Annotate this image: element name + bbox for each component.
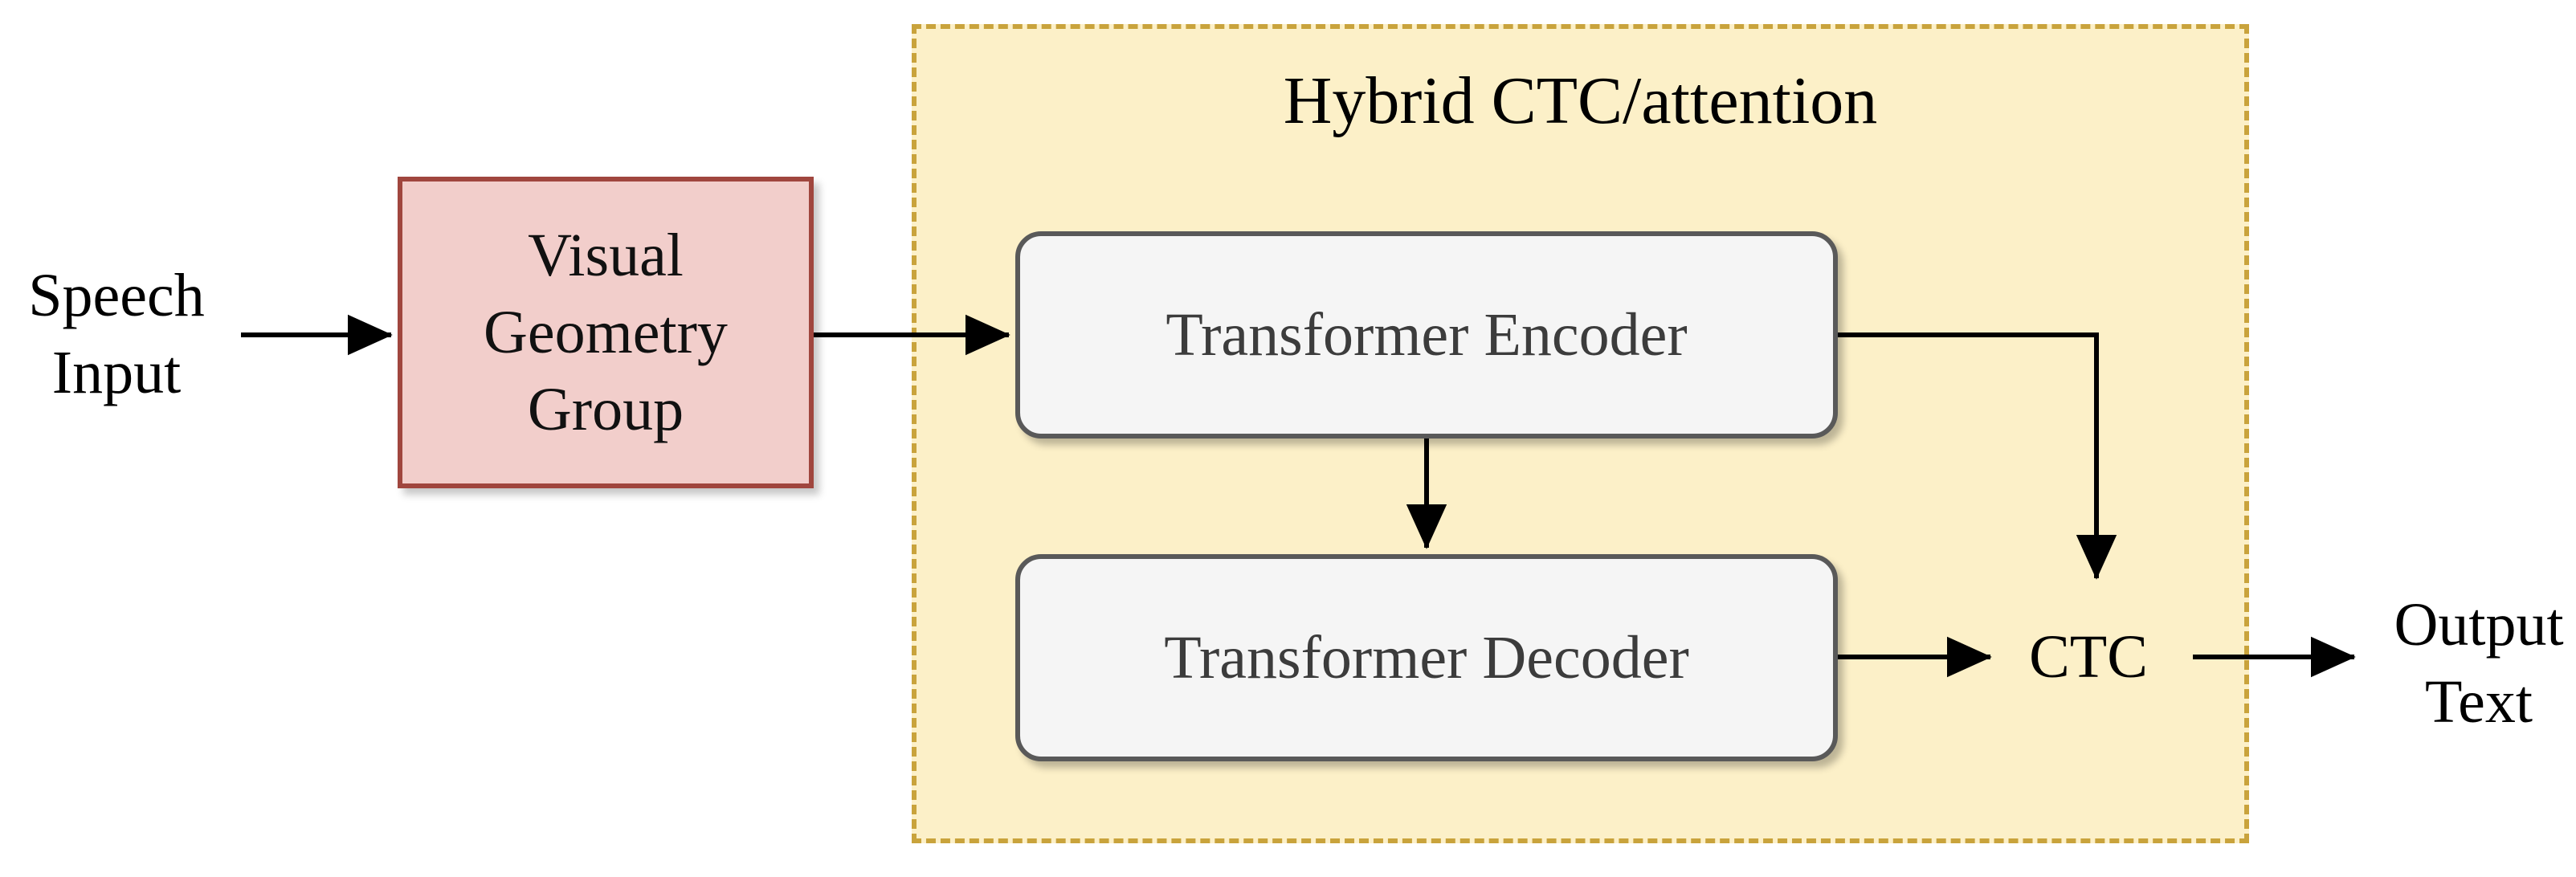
- output-text-line2: Text: [2425, 668, 2533, 736]
- transformer-encoder-node: Transformer Encoder: [1015, 231, 1838, 438]
- speech-input-label: Speech Input: [8, 257, 225, 411]
- output-text-label: Output Text: [2374, 586, 2576, 740]
- vgg-node: Visual Geometry Group: [398, 177, 814, 488]
- output-text-line1: Output: [2394, 591, 2564, 659]
- arrow-encoder-to-ctc: [1836, 332, 2117, 580]
- transformer-decoder-node: Transformer Decoder: [1015, 554, 1838, 761]
- vgg-line3: Group: [527, 376, 684, 443]
- hybrid-container-title: Hybrid CTC/attention: [1283, 63, 1878, 138]
- speech-input-line2: Input: [51, 339, 182, 406]
- vgg-line1: Visual: [528, 222, 684, 289]
- transformer-encoder-label: Transformer Encoder: [1166, 300, 1688, 369]
- speech-input-line1: Speech: [28, 262, 205, 329]
- transformer-decoder-label: Transformer Decoder: [1164, 623, 1689, 691]
- vgg-line2: Geometry: [484, 299, 728, 366]
- ctc-node: CTC: [2029, 623, 2148, 691]
